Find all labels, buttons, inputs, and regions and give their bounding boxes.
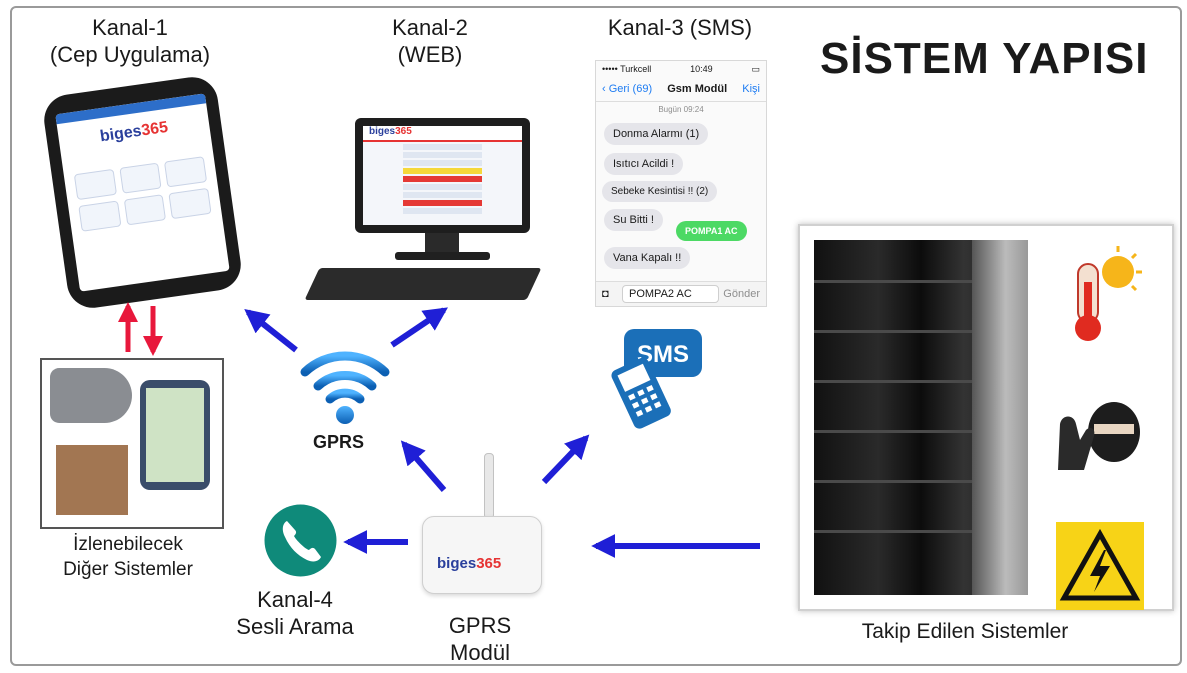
channel-1-label: Kanal-1 (Cep Uygulama) bbox=[30, 14, 230, 68]
diagram-frame bbox=[10, 6, 1182, 666]
rack-stripe bbox=[814, 530, 972, 533]
channel-1-name: Kanal-1 bbox=[92, 15, 168, 40]
other-systems-photo bbox=[40, 358, 224, 529]
rack-stripe bbox=[814, 380, 972, 383]
corridor-light bbox=[972, 240, 1028, 595]
other-systems-line1: İzlenebilecek bbox=[73, 534, 183, 555]
web-table bbox=[363, 144, 522, 214]
sms-icon: SMS bbox=[611, 329, 702, 429]
channel-2-name: Kanal-2 bbox=[392, 15, 468, 40]
message-bubble: Su Bitti ! bbox=[604, 209, 663, 231]
web-row bbox=[403, 168, 482, 174]
web-logo-text: biges bbox=[369, 126, 396, 137]
arrow-gprs-to-web bbox=[390, 307, 448, 348]
modem-logo-number: 365 bbox=[476, 555, 502, 572]
web-row bbox=[403, 176, 482, 182]
web-row bbox=[403, 144, 482, 150]
web-row bbox=[403, 152, 482, 158]
thief-icon bbox=[1058, 402, 1140, 470]
arrow-modem-to-gprs bbox=[400, 440, 447, 492]
back-button[interactable]: ‹ Geri (69) bbox=[602, 83, 653, 95]
high-voltage-icon bbox=[1056, 522, 1144, 610]
carrier-text: ••••• Turkcell bbox=[602, 64, 652, 74]
rack-stripe bbox=[814, 280, 972, 283]
wifi-icon bbox=[300, 351, 390, 424]
web-screen: biges365 bbox=[363, 126, 522, 225]
access-card bbox=[56, 445, 128, 515]
monitor-base bbox=[395, 252, 490, 260]
sms-status-bar: ••••• Turkcell 10:49 ▭ bbox=[596, 61, 766, 77]
web-row bbox=[403, 200, 482, 206]
channel-4-desc: Sesli Arama bbox=[236, 614, 354, 639]
arrow-modem-to-sms bbox=[541, 434, 590, 485]
rack-stripe bbox=[814, 430, 972, 433]
channel-4-name: Kanal-4 bbox=[257, 587, 333, 612]
tracked-systems-photo bbox=[798, 224, 1174, 611]
channel-3-name: Kanal-3 (SMS) bbox=[607, 15, 753, 40]
modem-label-line2: Modül bbox=[450, 640, 510, 665]
modem-logo-text: biges bbox=[437, 555, 477, 572]
contact-name: Gsm Modül bbox=[667, 83, 728, 95]
message-bubble: Vana Kapalı !! bbox=[604, 247, 691, 269]
modem-label: GPRS Modül bbox=[420, 612, 540, 666]
message-date: Bugün 09:24 bbox=[658, 105, 704, 114]
channel-2-desc: (WEB) bbox=[397, 42, 463, 67]
battery-icon: ▭ bbox=[751, 63, 760, 74]
map-phone bbox=[140, 380, 210, 490]
rack-stripe bbox=[814, 330, 972, 333]
status-time: 10:49 bbox=[690, 64, 713, 74]
web-row bbox=[403, 192, 482, 198]
contact-button[interactable]: Kişi bbox=[742, 83, 760, 95]
web-row bbox=[403, 208, 482, 214]
web-row bbox=[403, 160, 482, 166]
tracked-systems-label: Takip Edilen Sistemler bbox=[861, 620, 1069, 643]
modem-logo: biges365 bbox=[437, 555, 501, 572]
gprs-label: GPRS bbox=[313, 432, 365, 452]
message-bubble: Donma Alarmı (1) bbox=[604, 123, 709, 145]
arrow-gprs-to-app bbox=[244, 309, 298, 353]
channel-2-label: Kanal-2 (WEB) bbox=[350, 14, 510, 68]
message-bubble: Sebeke Kesintisi !! (2) bbox=[602, 181, 718, 202]
phone-call-icon bbox=[264, 504, 337, 577]
channel-3-label: Kanal-3 (SMS) bbox=[585, 14, 775, 41]
sms-screen: ••••• Turkcell 10:49 ▭ ‹ Geri (69) Gsm M… bbox=[595, 60, 767, 307]
modem-label-line1: GPRS bbox=[448, 613, 512, 638]
channel-4-label: Kanal-4 Sesli Arama bbox=[205, 586, 385, 640]
send-button[interactable]: Gönder bbox=[723, 288, 760, 300]
diagram-title: SİSTEM YAPISI bbox=[820, 34, 1149, 83]
map-screen bbox=[146, 388, 204, 482]
security-camera bbox=[50, 368, 132, 423]
other-systems-label: İzlenebilecek Diğer Sistemler bbox=[28, 532, 228, 582]
rack-stripe bbox=[814, 480, 972, 483]
web-monitor: biges365 bbox=[355, 118, 530, 233]
outgoing-bubble: POMPA1 AC bbox=[676, 221, 747, 241]
message-input[interactable]: POMPA2 AC bbox=[622, 285, 720, 303]
sms-nav: ‹ Geri (69) Gsm Modül Kişi bbox=[596, 77, 766, 102]
server-racks bbox=[814, 240, 1028, 595]
web-row bbox=[403, 184, 482, 190]
channel-1-desc: (Cep Uygulama) bbox=[49, 42, 211, 67]
gprs-modem: biges365 bbox=[422, 516, 542, 594]
other-systems-line2: Diğer Sistemler bbox=[63, 559, 193, 580]
camera-icon[interactable]: ◘ bbox=[602, 288, 609, 300]
sms-input-bar: ◘ POMPA2 AC Gönder bbox=[596, 281, 766, 306]
message-bubble: Isıtıcı Acildi ! bbox=[604, 153, 684, 175]
web-logo-number: 365 bbox=[395, 126, 412, 137]
web-logo: biges365 bbox=[363, 126, 522, 142]
thermometer-icon bbox=[1075, 246, 1142, 341]
monitor-stand bbox=[425, 233, 459, 253]
